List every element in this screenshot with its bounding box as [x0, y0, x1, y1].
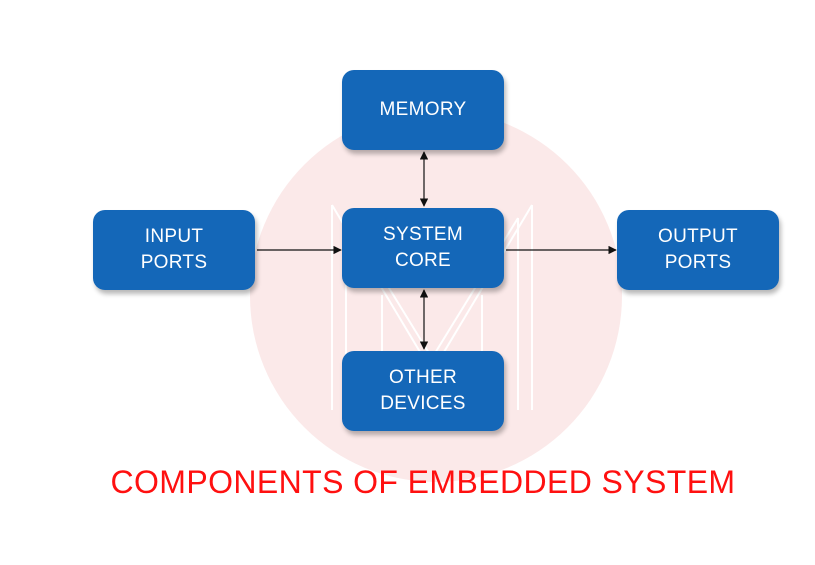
- node-output-ports-label-line-1: OUTPUT: [658, 226, 738, 247]
- node-input-ports-label-line-1: INPUT: [144, 226, 204, 247]
- node-memory: MEMORY: [342, 70, 504, 150]
- node-memory-label-line-1: MEMORY: [379, 99, 467, 120]
- node-output-ports-label-line-2: PORTS: [664, 252, 732, 273]
- node-input-ports: INPUT PORTS: [93, 210, 255, 290]
- diagram-title: COMPONENTS OF EMBEDDED SYSTEM: [110, 464, 736, 500]
- node-system-core-label-line-2: CORE: [394, 250, 452, 271]
- node-other-devices: OTHER DEVICES: [342, 351, 504, 431]
- node-other-devices-label-line-2: DEVICES: [380, 393, 466, 414]
- node-input-ports-label-line-2: PORTS: [140, 252, 208, 273]
- node-output-ports: OUTPUT PORTS: [617, 210, 779, 290]
- node-system-core-label-line-1: SYSTEM: [383, 224, 463, 245]
- node-other-devices-label-line-1: OTHER: [389, 367, 457, 388]
- node-system-core: SYSTEM CORE: [342, 208, 504, 288]
